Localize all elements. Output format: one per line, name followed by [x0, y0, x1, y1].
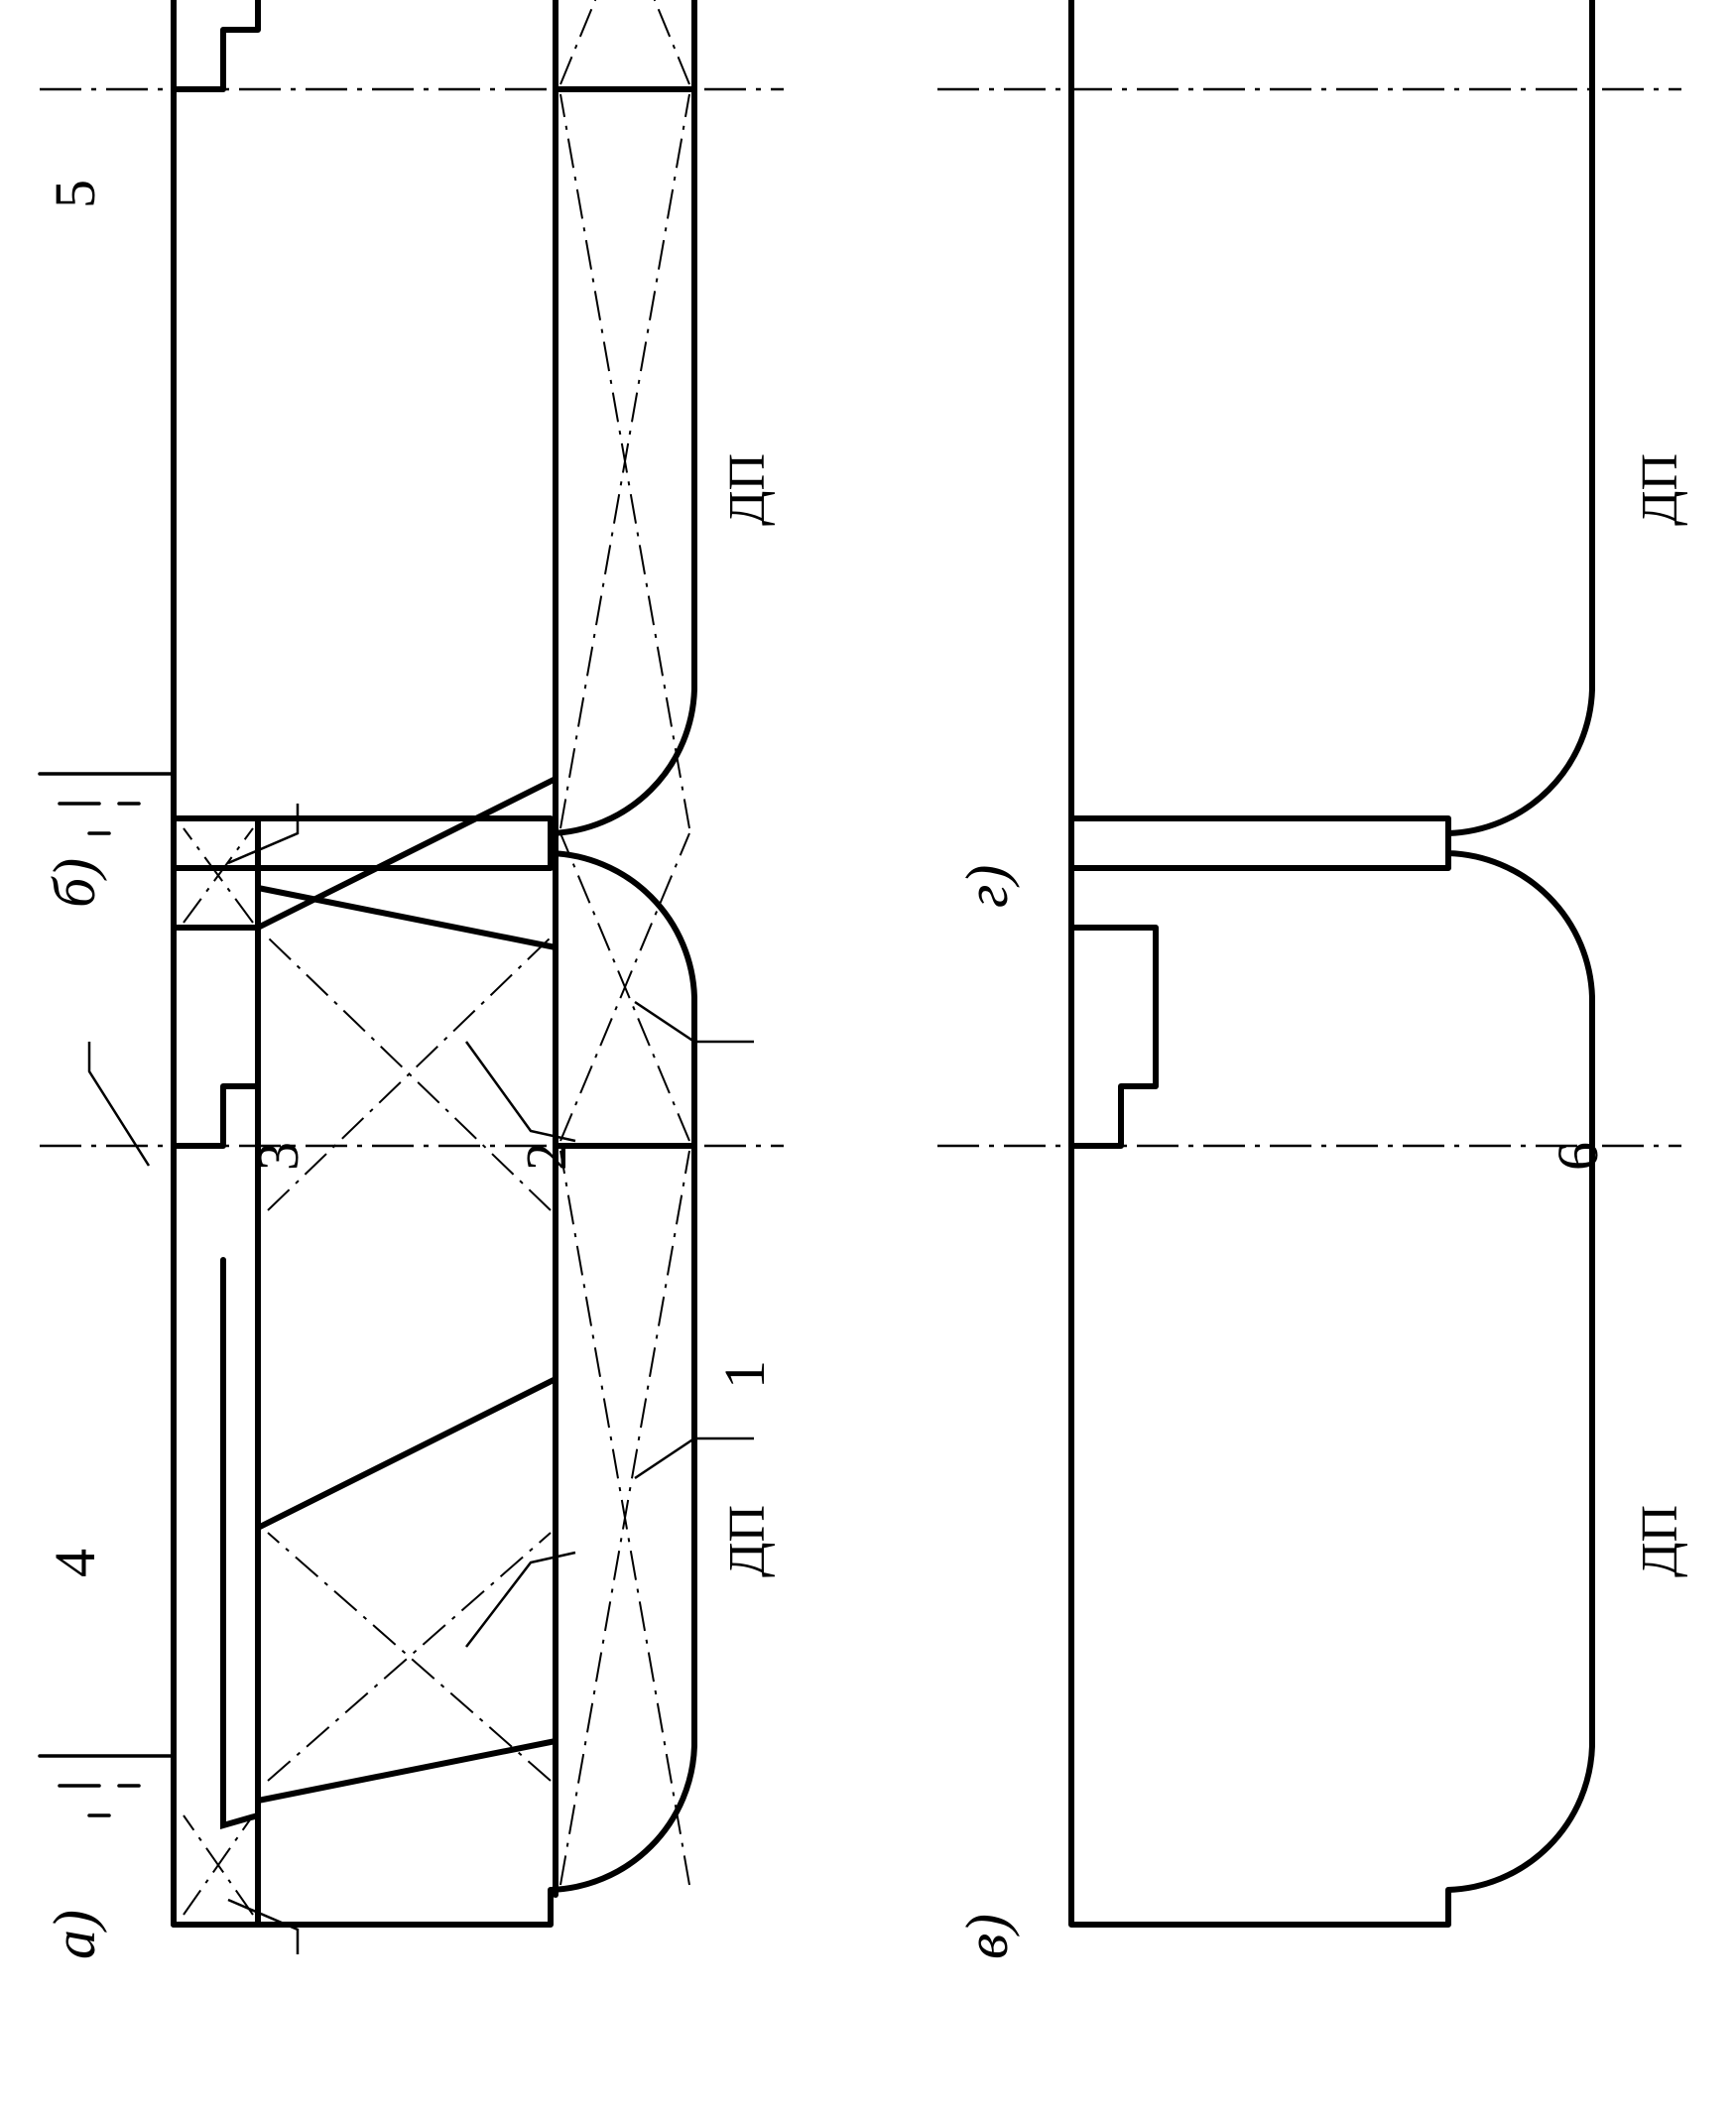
panel-a-leaders	[87, 804, 754, 1954]
label-2: 2	[514, 1142, 578, 1171]
panel-a-slope-left	[255, 1376, 558, 1531]
panel-b-hull	[171, 0, 697, 871]
label-6: 6	[1546, 1142, 1610, 1171]
axis-label-dp-g: ДП	[1632, 453, 1688, 526]
panel-label-g: г)	[954, 865, 1020, 908]
panel-a	[38, 772, 784, 1954]
panel-b	[40, 0, 784, 871]
labels: а) б) в) г) ДП ДП ДП ДП 1 2 3 4 5 6	[42, 180, 1688, 1959]
panel-b-hatching	[559, 0, 690, 829]
panel-label-a: а)	[42, 1910, 107, 1959]
panel-a-wall-right	[255, 885, 558, 950]
label-5: 5	[43, 180, 107, 208]
panel-v	[937, 815, 1681, 1928]
panel-g-hull	[1068, 0, 1595, 871]
diagram-rotated-group	[38, 0, 1681, 1954]
panel-a-waterline-right	[38, 772, 176, 835]
panel-a-slope-right	[255, 776, 558, 931]
panel-a-waterline-left	[38, 1754, 176, 1817]
panel-a-wall-left	[255, 1738, 558, 1804]
label-3: 3	[246, 1142, 310, 1171]
panel-g	[937, 0, 1681, 871]
panel-a-hatching	[183, 827, 690, 1916]
panel-v-hull	[1068, 815, 1595, 1928]
axis-label-dp-b: ДП	[719, 453, 776, 526]
label-1: 1	[712, 1360, 777, 1389]
label-4: 4	[43, 1549, 107, 1577]
axis-label-dp-a: ДП	[719, 1505, 776, 1577]
axis-label-dp-v: ДП	[1632, 1505, 1688, 1577]
panel-label-b: б)	[42, 858, 107, 908]
panel-a-hull	[171, 815, 697, 1928]
panel-label-v: в)	[954, 1914, 1020, 1959]
